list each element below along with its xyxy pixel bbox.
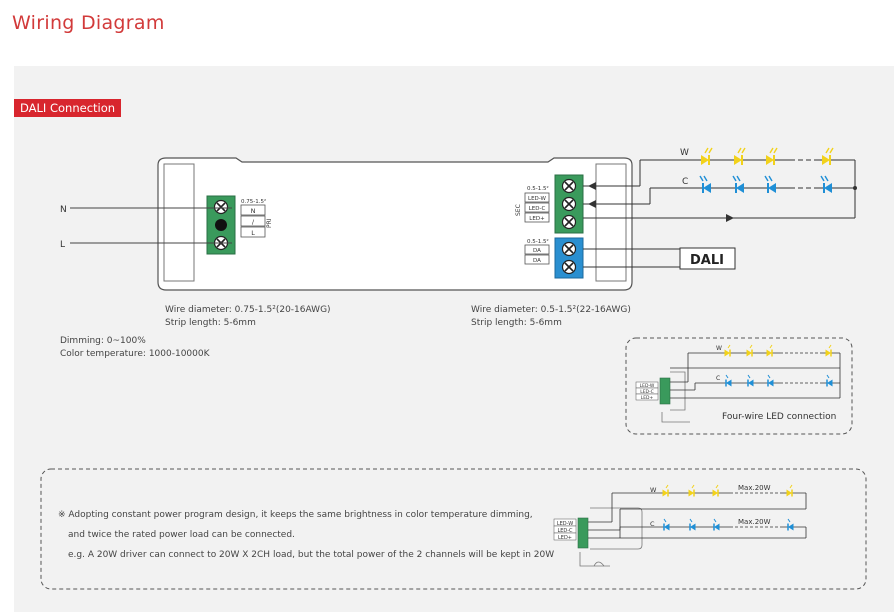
pri-label: PRI	[266, 218, 273, 228]
bottom-w-label: W	[650, 486, 657, 494]
input-n-label: N	[60, 205, 67, 215]
page-title: Wiring Diagram	[12, 12, 165, 34]
output-c-label: C	[682, 177, 688, 187]
output-strip-note: Strip length: 5-6mm	[471, 318, 562, 328]
section-tag: DALI Connection	[14, 99, 122, 117]
sec-label: SEC	[515, 204, 522, 216]
input-wire-note: Wire diameter: 0.75-1.5²(20-16AWG)	[165, 305, 331, 315]
color-temp-spec: Color temperature: 1000-10000K	[60, 349, 210, 359]
input-terminal-slash: /	[252, 218, 255, 226]
dali-wire-spec: 0.5-1.5²	[527, 238, 549, 245]
input-terminal-l: L	[251, 229, 255, 237]
bottom-note-box	[40, 468, 867, 590]
bottom-max-c: Max.20W	[738, 518, 771, 526]
output-w-label: W	[680, 148, 689, 158]
bottom-wiring-diagram: LED-W LED-C LED+ W C Max.20W Max.20W	[553, 484, 807, 567]
output-terminal-ledw: LED-W	[528, 196, 547, 202]
bottom-terminal-ledc: LED-C	[557, 528, 573, 534]
inset-terminal-ledw: LED-W	[640, 383, 655, 389]
bottom-note-line3: e.g. A 20W driver can connect to 20W X 2…	[68, 550, 555, 560]
bottom-terminal-ledplus: LED+	[558, 535, 572, 541]
output-terminal-block: LED-W LED-C LED+ 0.5-1.5² SEC	[515, 174, 584, 234]
output-terminal-ledc: LED-C	[529, 206, 546, 212]
dali-terminal-da1: DA	[533, 248, 541, 254]
inset-terminal-ledplus: LED+	[641, 395, 654, 401]
output-terminal-ledplus: LED+	[529, 216, 545, 222]
bottom-c-label: C	[650, 520, 655, 528]
input-terminal-n: N	[251, 207, 256, 215]
dali-box-label: DALI	[690, 253, 724, 268]
inset-c-label: C	[716, 375, 720, 382]
input-strip-note: Strip length: 5-6mm	[165, 318, 256, 328]
dimming-spec: Dimming: 0~100%	[60, 336, 146, 346]
dali-terminal-block: DA DA 0.5-1.5²	[524, 237, 584, 279]
dali-box	[679, 247, 736, 270]
dali-terminal-da2: DA	[533, 258, 541, 264]
output-wire-note: Wire diameter: 0.5-1.5²(22-16AWG)	[471, 305, 631, 315]
output-wire-spec: 0.5-1.5²	[527, 185, 549, 192]
input-terminal-block: N / L 0.75-1.5² PRI	[206, 195, 273, 255]
input-wires: N L	[60, 205, 232, 250]
inset-w-label: W	[716, 345, 722, 352]
input-wire-spec: 0.75-1.5²	[241, 198, 266, 205]
input-l-label: L	[60, 240, 65, 250]
dali-wiring: DALI	[583, 247, 736, 270]
inset-terminal-ledc: LED-C	[640, 389, 654, 395]
four-wire-caption: Four-wire LED connection	[722, 412, 836, 422]
diagram-panel	[14, 66, 894, 612]
bottom-max-w: Max.20W	[738, 484, 771, 492]
bottom-terminal-ledw: LED-W	[557, 521, 573, 527]
bottom-note-line1: ※ Adopting constant power program design…	[58, 510, 533, 520]
led-output-wiring: W C	[583, 147, 857, 222]
bottom-note-line2: and twice the rated power load can be co…	[68, 530, 295, 540]
driver-housing	[157, 157, 633, 291]
four-wire-inset: LED-W LED-C LED+ W C Four-wire LED conne…	[625, 337, 853, 435]
